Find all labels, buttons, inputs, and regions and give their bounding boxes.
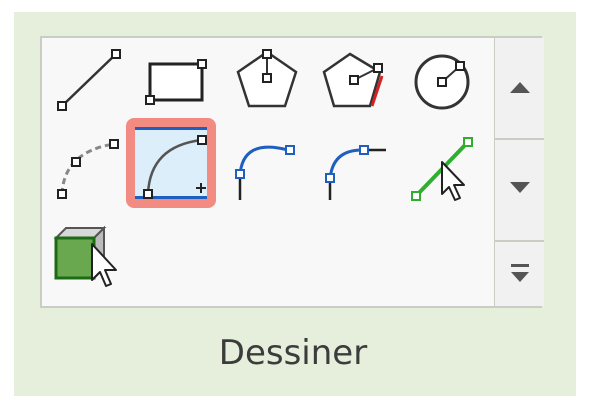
panel-label-bar: Dessiner xyxy=(36,320,550,386)
line-icon xyxy=(57,49,121,111)
line-tool-button[interactable] xyxy=(44,40,134,130)
scroll-separator xyxy=(494,240,544,242)
fillet-arc-icon xyxy=(325,145,386,200)
scroll-separator xyxy=(494,138,544,140)
circumscribed-polygon-icon xyxy=(322,52,384,108)
inscribed-polygon-icon xyxy=(236,49,298,108)
arc-center-ends-icon xyxy=(143,135,207,199)
arc-three-points-tool-button[interactable] xyxy=(44,124,134,214)
expand-more-icon xyxy=(511,264,529,282)
panel-title: Dessiner xyxy=(218,333,368,373)
circle-icon xyxy=(414,54,470,110)
fillet-arc-tool-button[interactable] xyxy=(310,124,400,214)
tangent-arc-tool-button[interactable] xyxy=(222,124,312,214)
pick-faces-icon xyxy=(53,225,117,287)
tangent-arc-icon xyxy=(235,145,295,200)
arrow-up-icon xyxy=(510,82,530,93)
circle-tool-button[interactable] xyxy=(398,40,488,130)
scroll-up-button[interactable] xyxy=(494,38,544,138)
expand-gallery-button[interactable] xyxy=(494,242,544,306)
inscribed-polygon-tool-button[interactable] xyxy=(222,40,312,130)
arrow-down-icon xyxy=(510,182,530,193)
rectangle-icon xyxy=(145,59,207,105)
arc-three-points-icon xyxy=(57,139,119,199)
pick-faces-tool-button[interactable] xyxy=(44,214,134,304)
circumscribed-polygon-tool-button[interactable] xyxy=(310,40,400,130)
arc-center-ends-tool-button[interactable] xyxy=(126,118,216,208)
pick-lines-icon xyxy=(411,137,473,201)
rectangle-tool-button[interactable] xyxy=(134,40,224,130)
selected-tool-highlight xyxy=(135,127,207,199)
pick-lines-tool-button[interactable] xyxy=(398,124,488,214)
scroll-down-button[interactable] xyxy=(494,140,544,240)
